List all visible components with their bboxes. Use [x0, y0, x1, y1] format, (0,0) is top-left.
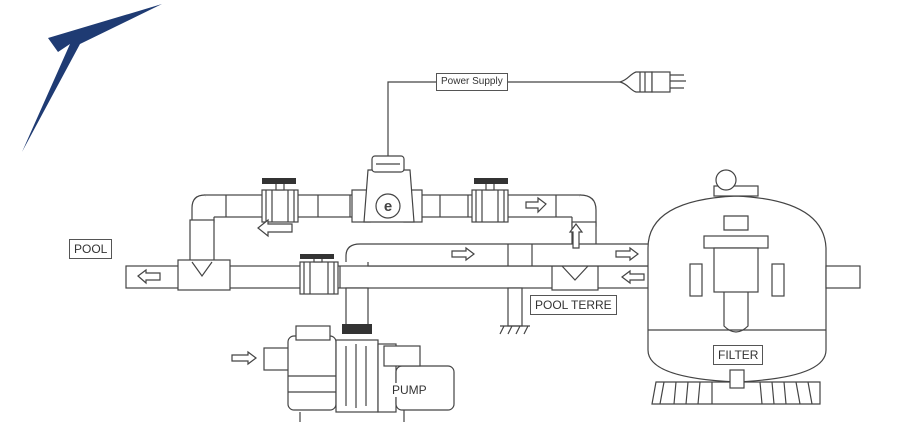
valve-upper-right: [471, 178, 509, 223]
power-supply-label: Power Supply: [436, 73, 508, 91]
chlorinator-cell: e: [351, 155, 423, 223]
filter-label: FILTER: [713, 345, 764, 365]
pool-label: POOL: [69, 239, 113, 259]
ground-drain-pipe: [499, 287, 530, 335]
power-cable: [387, 81, 620, 160]
valve-return: [299, 254, 339, 295]
brand-logo: [22, 4, 162, 152]
pump-label: PUMP: [390, 383, 429, 397]
valve-upper-left: [261, 178, 299, 223]
svg-text:e: e: [384, 198, 392, 215]
pump-to-filter-pipe: [345, 243, 661, 267]
sand-filter: [647, 169, 861, 405]
power-plug-icon: [619, 71, 686, 93]
pool-pump: [263, 325, 455, 422]
pump-vertical-pipe: [342, 287, 372, 334]
pool-terre-label: POOL TERRE: [530, 295, 617, 315]
